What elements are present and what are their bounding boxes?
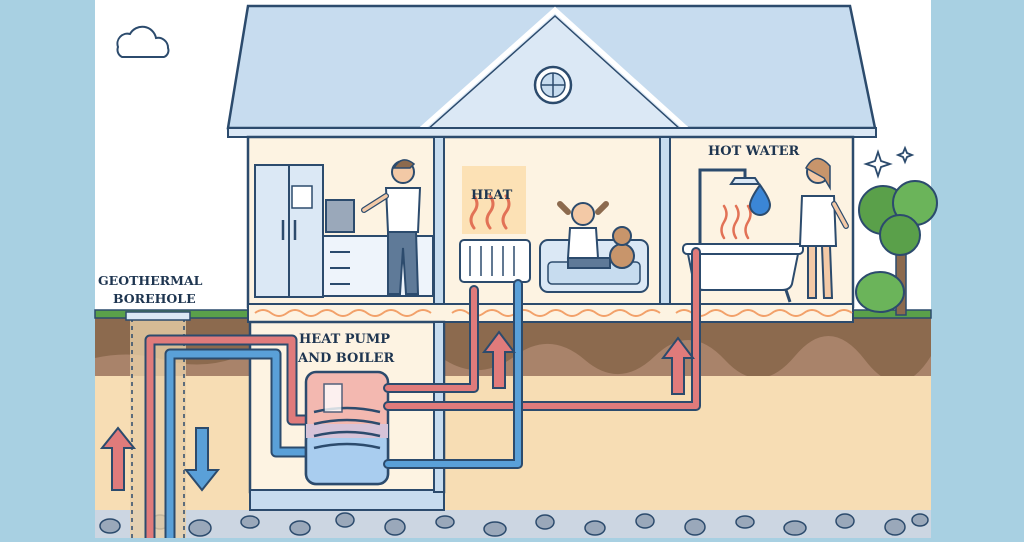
borehole-cap xyxy=(125,311,191,321)
heat-pump-tank xyxy=(304,370,390,486)
grass-right xyxy=(849,309,932,319)
person-cooking xyxy=(361,159,422,295)
wall-divider-2 xyxy=(659,136,671,308)
geothermal-label-1: GEOTHERMAL xyxy=(98,273,203,288)
up-arrow-hot-water xyxy=(661,336,695,395)
shower xyxy=(698,168,761,250)
tree-icon xyxy=(855,180,938,316)
radiator xyxy=(459,239,531,283)
hot-water-label: HOT WATER xyxy=(708,144,800,159)
distribution-pipes xyxy=(383,247,701,469)
child-with-teddy xyxy=(557,201,635,269)
heat-glow xyxy=(462,166,526,234)
round-window xyxy=(533,65,573,105)
basement-floor xyxy=(249,489,445,511)
gable-trim xyxy=(416,6,692,134)
ground-loop-pipes xyxy=(144,334,316,542)
heat-pump-label-1: HEAT PUMP xyxy=(299,332,390,347)
fridge xyxy=(254,164,324,298)
up-arrow-icon xyxy=(99,426,137,491)
floor-slab xyxy=(247,303,854,323)
floor-heating-lines xyxy=(254,309,853,317)
cloud-icon xyxy=(116,25,170,58)
eaves xyxy=(227,127,877,138)
heat-pump-label-2: AND BOILER xyxy=(297,351,394,366)
bedrock-layer xyxy=(95,510,931,538)
down-arrow-icon xyxy=(183,427,221,492)
heat-label: HEAT xyxy=(471,188,513,203)
sparkle-icon xyxy=(863,145,915,179)
up-arrow-heat xyxy=(482,330,516,389)
geothermal-label-2: BOREHOLE xyxy=(113,291,196,306)
water-drop-icon xyxy=(748,183,772,216)
wall-divider-1 xyxy=(433,136,445,308)
person-in-towel xyxy=(798,157,849,299)
